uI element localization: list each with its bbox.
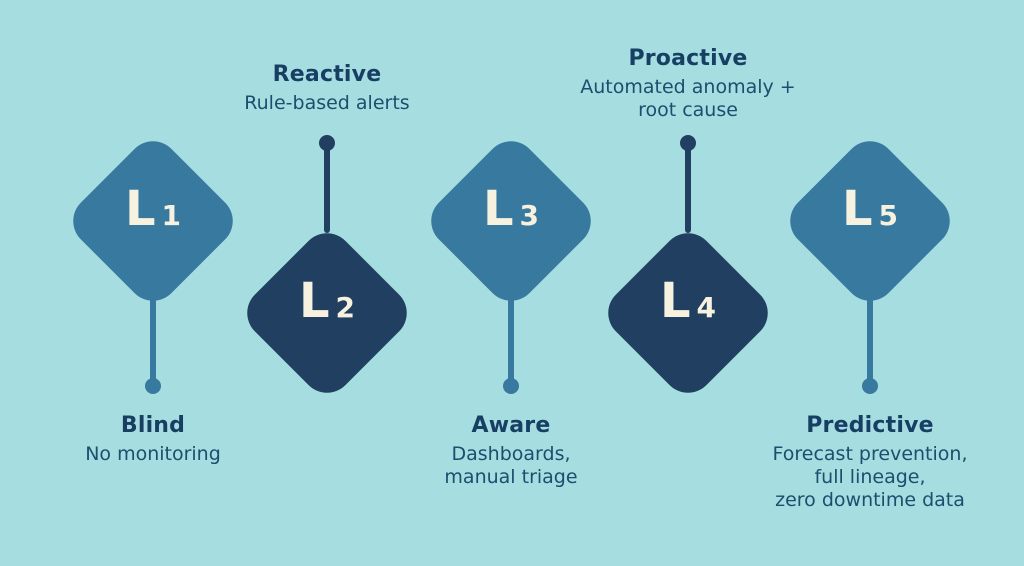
tier-description: Forecast prevention, full lineage, zero … (772, 443, 968, 512)
level-4-label: Proactive Automated anomaly + root cause (538, 46, 838, 122)
connector-line (150, 298, 156, 386)
connector-line (324, 143, 330, 233)
level-letter: L (659, 273, 691, 329)
tier-name: Aware (471, 413, 551, 438)
tier-name: Blind (120, 413, 186, 438)
connector-dot (680, 135, 696, 151)
level-letter: L (298, 273, 330, 329)
level-1-label: Blind No monitoring (3, 413, 303, 466)
connector-line (508, 298, 514, 386)
level-number: 5 (878, 199, 899, 232)
tier-description: Automated anomaly + root cause (580, 76, 796, 122)
tier-name: Proactive (628, 46, 748, 71)
level-3-label: Aware Dashboards, manual triage (361, 413, 661, 489)
connector-line (685, 143, 691, 233)
connector-dot (319, 135, 335, 151)
connector-line (867, 298, 873, 386)
level-letter: L (482, 181, 514, 237)
tier-name: Reactive (272, 62, 382, 87)
connector-dot (862, 378, 878, 394)
level-number: 3 (519, 199, 540, 232)
level-letter: L (124, 181, 156, 237)
level-5-label: Predictive Forecast prevention, full lin… (720, 413, 1020, 513)
tier-name: Predictive (806, 413, 934, 438)
level-number: 2 (335, 291, 356, 324)
level-letter: L (841, 181, 873, 237)
connector-dot (145, 378, 161, 394)
level-2-label: Reactive Rule-based alerts (177, 62, 477, 115)
tier-description: Dashboards, manual triage (444, 443, 578, 489)
tier-description: Rule-based alerts (244, 92, 410, 114)
level-number: 1 (161, 199, 182, 232)
connector-dot (503, 378, 519, 394)
tier-description: No monitoring (85, 443, 221, 465)
level-number: 4 (696, 291, 717, 324)
